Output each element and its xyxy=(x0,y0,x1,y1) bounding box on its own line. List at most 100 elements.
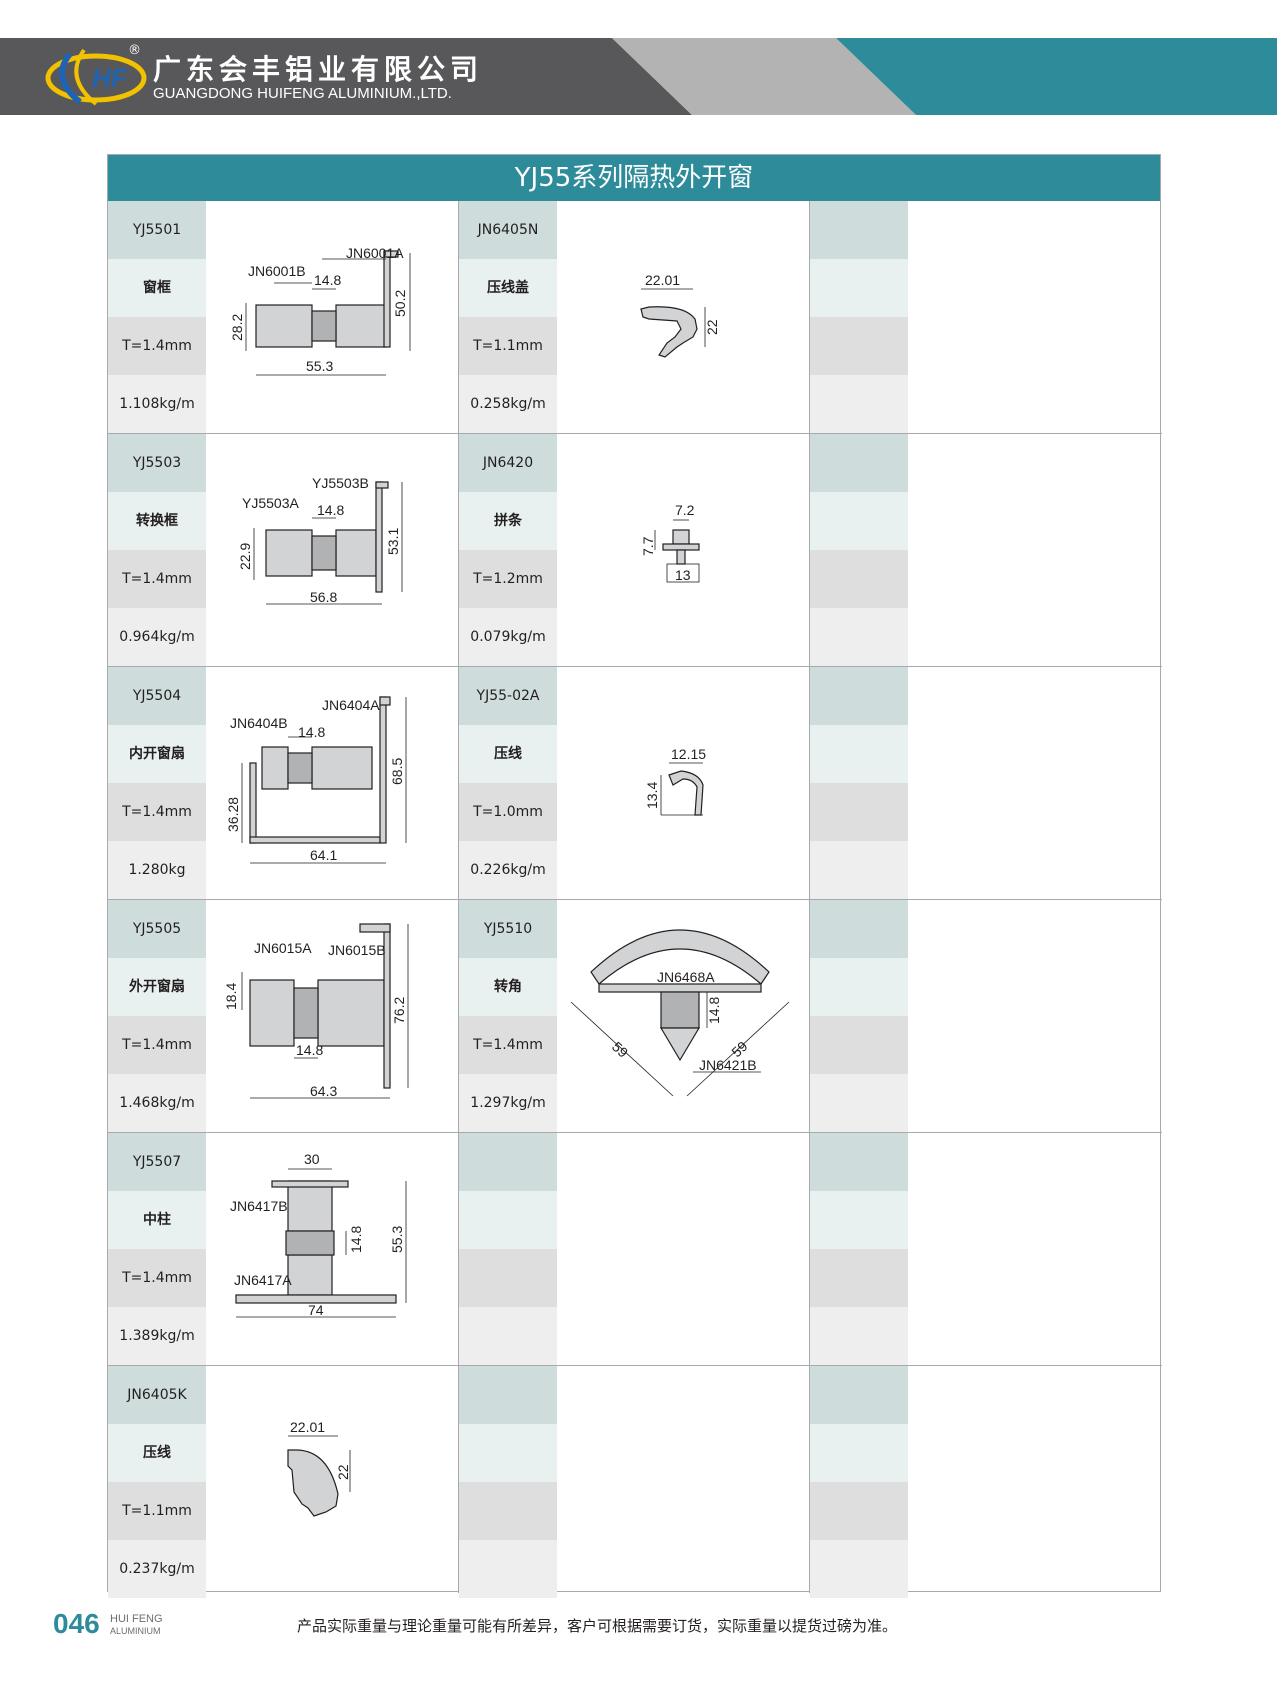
row-divider xyxy=(108,1132,1162,1133)
dimension-label: 13.4 xyxy=(644,782,660,809)
empty-cell xyxy=(810,1366,908,1424)
dimension-label: 64.1 xyxy=(310,847,337,863)
product-thickness: T=1.2mm xyxy=(459,550,557,608)
empty-cell xyxy=(810,1482,908,1540)
product-code: YJ5505 xyxy=(108,900,206,958)
brand-line-1: HUI FENG xyxy=(110,1613,163,1625)
product-weight: 0.964kg/m xyxy=(108,608,206,666)
company-logo: HF xyxy=(45,48,147,106)
part-label: JN6015A xyxy=(254,940,312,956)
brand-line-2: ALUMINIUM xyxy=(110,1626,161,1636)
profile-drawing-jn6420: 7.2 7.7 13 xyxy=(557,434,809,666)
empty-cell xyxy=(810,375,908,433)
dimension-label: 28.2 xyxy=(229,314,245,341)
product-code: JN6405N xyxy=(459,201,557,259)
empty-cell xyxy=(810,201,908,259)
part-label: JN6417A xyxy=(234,1272,292,1288)
dimension-label: 59 xyxy=(609,1038,631,1060)
product-name: 中柱 xyxy=(108,1191,206,1249)
dimension-label: 22.01 xyxy=(645,272,680,288)
company-name-cn: 广东会丰铝业有限公司 xyxy=(153,53,484,86)
empty-cell xyxy=(810,1191,908,1249)
empty-cell xyxy=(810,434,908,492)
empty-cell xyxy=(810,1424,908,1482)
profile-drawing-yj5501: JN6001A JN6001B 14.8 50.2 28.2 55.3 xyxy=(206,201,458,433)
product-name: 压线 xyxy=(459,725,557,783)
product-weight: 1.468kg/m xyxy=(108,1074,206,1132)
product-code: YJ5501 xyxy=(108,201,206,259)
product-name: 转换框 xyxy=(108,492,206,550)
dimension-label: 30 xyxy=(304,1151,320,1167)
dimension-label: 74 xyxy=(308,1302,324,1318)
product-thickness: T=1.4mm xyxy=(108,1249,206,1307)
product-weight: 1.297kg/m xyxy=(459,1074,557,1132)
part-label: JN6417B xyxy=(230,1198,288,1214)
empty-cell xyxy=(459,1249,557,1307)
part-label: JN6001A xyxy=(346,245,404,261)
row-divider xyxy=(108,433,1162,434)
dimension-label: 14.8 xyxy=(298,724,325,740)
dimension-label: 14.8 xyxy=(348,1226,364,1253)
part-label: JN6015B xyxy=(328,942,386,958)
empty-cell xyxy=(810,900,908,958)
empty-cell xyxy=(810,1540,908,1598)
part-label: JN6468A xyxy=(657,969,715,985)
empty-cell xyxy=(810,259,908,317)
row-divider xyxy=(108,666,1162,667)
dimension-label: 7.7 xyxy=(640,536,656,556)
profile-drawing-jn6405k: 22.01 22 xyxy=(206,1366,458,1598)
product-weight: 0.237kg/m xyxy=(108,1540,206,1598)
product-code: YJ5510 xyxy=(459,900,557,958)
product-weight: 1.108kg/m xyxy=(108,375,206,433)
empty-cell xyxy=(810,492,908,550)
part-label: JN6404B xyxy=(230,715,288,731)
product-code: YJ5503 xyxy=(108,434,206,492)
dimension-label: 55.3 xyxy=(306,358,333,374)
dimension-label: 7.2 xyxy=(675,502,695,518)
product-thickness: T=1.4mm xyxy=(108,783,206,841)
dimension-label: 14.8 xyxy=(314,272,341,288)
part-label: JN6421B xyxy=(699,1057,757,1073)
product-thickness: T=1.4mm xyxy=(108,1016,206,1074)
dimension-label: 14.8 xyxy=(706,997,722,1024)
column-divider xyxy=(458,201,459,1593)
company-name-en: GUANGDONG HUIFENG ALUMINIUM.,LTD. xyxy=(153,85,452,102)
product-thickness: T=1.4mm xyxy=(459,1016,557,1074)
empty-cell xyxy=(810,841,908,899)
part-label: JN6001B xyxy=(248,263,306,279)
product-code: YJ55-02A xyxy=(459,667,557,725)
product-name: 内开窗扇 xyxy=(108,725,206,783)
empty-cell xyxy=(459,1424,557,1482)
part-label: JN6404A xyxy=(322,697,380,713)
dimension-label: 76.2 xyxy=(391,997,407,1024)
registered-mark: ® xyxy=(128,43,141,58)
product-name: 压线盖 xyxy=(459,259,557,317)
empty-cell xyxy=(810,317,908,375)
product-weight: 0.258kg/m xyxy=(459,375,557,433)
row-divider xyxy=(108,899,1162,900)
part-label: YJ5503A xyxy=(242,495,299,511)
product-weight: 1.280kg xyxy=(108,841,206,899)
product-code: YJ5504 xyxy=(108,667,206,725)
dimension-label: 22.01 xyxy=(290,1419,325,1435)
header-band: HF ® 广东会丰铝业有限公司 GUANGDONG HUIFENG ALUMIN… xyxy=(0,38,1277,115)
dimension-label: 64.3 xyxy=(310,1083,337,1099)
row-divider xyxy=(108,1365,1162,1366)
empty-cell xyxy=(810,1249,908,1307)
profile-drawing-yj55-02a: 12.15 13.4 xyxy=(557,667,809,899)
empty-cell xyxy=(810,783,908,841)
dimension-label: 18.4 xyxy=(223,983,239,1010)
product-name: 压线 xyxy=(108,1424,206,1482)
part-label: YJ5503B xyxy=(312,475,369,491)
empty-cell xyxy=(459,1366,557,1424)
product-table: YJ55系列隔热外开窗 YJ5501 窗框 T=1.4mm 1.108kg/m … xyxy=(107,154,1162,1598)
empty-cell xyxy=(810,1133,908,1191)
empty-cell xyxy=(810,1307,908,1365)
product-name: 转角 xyxy=(459,958,557,1016)
dimension-label: 14.8 xyxy=(317,502,344,518)
profile-drawing-jn6405n: 22.01 22 xyxy=(557,201,809,433)
empty-cell xyxy=(459,1307,557,1365)
dimension-label: 68.5 xyxy=(389,758,405,785)
weight-disclaimer: 产品实际重量与理论重量可能有所差异，客户可根据需要订货，实际重量以提货过磅为准。 xyxy=(297,1617,898,1635)
page-number: 046 xyxy=(53,1608,100,1639)
